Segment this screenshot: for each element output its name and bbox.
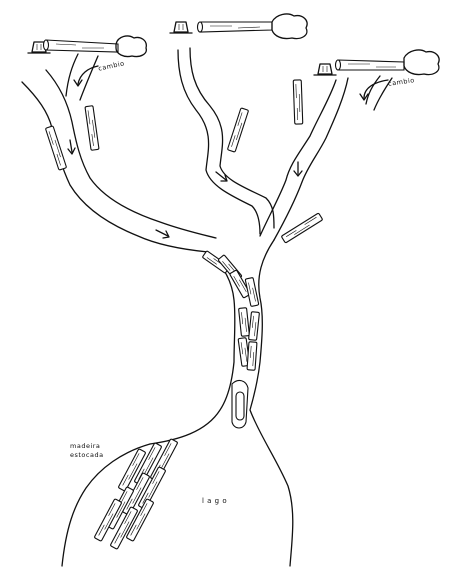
log-jam [201, 250, 260, 371]
tree-stump-icon [313, 63, 337, 76]
label-estocada: estocada [70, 451, 104, 459]
tree-stump-icon [169, 21, 193, 34]
log [246, 341, 258, 371]
felled-log-icon [196, 21, 273, 33]
tree-crown-icon [403, 49, 440, 76]
label-madeira: madeira [70, 442, 101, 450]
log [292, 79, 304, 125]
lake-shore [61, 443, 151, 567]
boat-icon [231, 379, 249, 429]
felling-site-right [313, 49, 440, 101]
flow-arrow-icon [293, 161, 303, 177]
log [44, 125, 68, 171]
felled-log-icon [334, 59, 405, 71]
middle-river [177, 47, 275, 235]
flow-arrow-icon [215, 171, 228, 182]
label-lago: l a g o [202, 497, 228, 505]
flow-arrows [67, 139, 303, 239]
right-river [259, 77, 349, 241]
log [84, 105, 100, 151]
felled-log-icon [42, 39, 119, 53]
main-channel [149, 239, 294, 567]
felling-site-middle [169, 13, 308, 40]
log [238, 307, 250, 337]
flow-arrow-icon [67, 139, 76, 155]
log [248, 311, 260, 341]
stockpiled-timber [93, 438, 179, 550]
right-tributary [365, 75, 393, 111]
tree-crown-icon [115, 35, 147, 58]
floating-logs [44, 79, 324, 244]
flow-arrow-icon [155, 229, 170, 239]
curved-arrow-icon [73, 65, 99, 87]
tree-crown-icon [271, 13, 308, 40]
left-river [21, 69, 217, 253]
left-tributary [65, 53, 99, 101]
curved-arrow-icon [359, 79, 389, 101]
log [280, 212, 324, 244]
log [226, 107, 250, 153]
felling-site-left [27, 35, 147, 87]
